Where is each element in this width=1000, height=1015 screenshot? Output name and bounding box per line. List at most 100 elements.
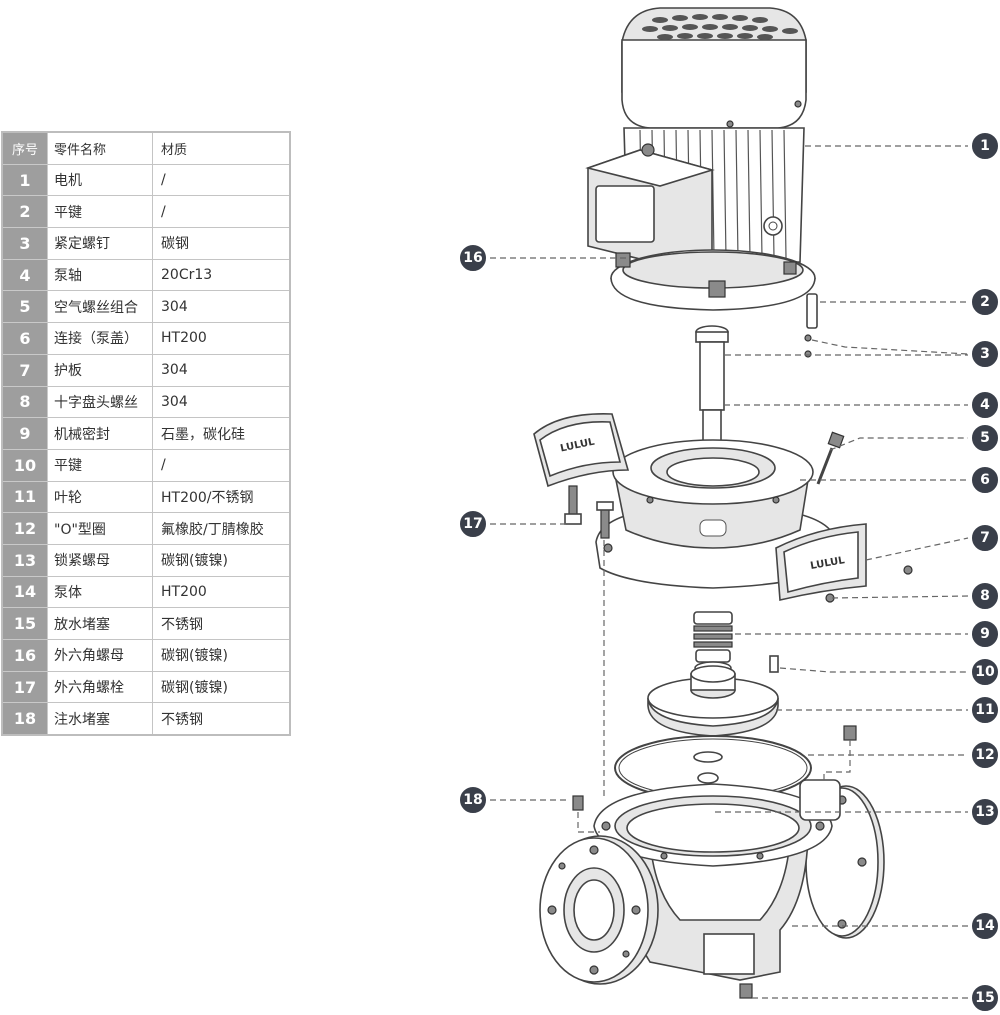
- row-part-name: 泵体: [47, 575, 153, 609]
- callout-17: 17: [458, 509, 488, 539]
- callout-1: 1: [970, 131, 1000, 161]
- row-part-name: 叶轮: [47, 480, 153, 514]
- row-part-name: 紧定螺钉: [47, 227, 153, 260]
- svg-text:13: 13: [975, 804, 994, 820]
- svg-text:1: 1: [980, 138, 990, 154]
- header-number: 序号: [1, 131, 48, 165]
- callout-3: 3: [970, 339, 1000, 369]
- svg-text:5: 5: [980, 430, 990, 446]
- row-number: 9: [1, 417, 48, 450]
- row-material: HT200/不锈钢: [152, 480, 291, 514]
- row-part-name: 平键: [47, 195, 153, 229]
- callout-7: 7: [970, 523, 1000, 553]
- row-part-name: 放水堵塞: [47, 607, 153, 640]
- svg-text:17: 17: [463, 516, 482, 532]
- svg-text:10: 10: [975, 664, 995, 680]
- set-screw-part: [804, 350, 812, 358]
- row-number: 15: [1, 607, 48, 640]
- callout-13: 13: [970, 797, 1000, 827]
- row-part-name: 泵轴: [47, 258, 153, 292]
- svg-text:8: 8: [980, 588, 990, 604]
- svg-text:4: 4: [980, 397, 990, 413]
- row-number: 10: [1, 448, 48, 482]
- leader-lines: [490, 145, 969, 999]
- row-part-name: 连接（泵盖）: [47, 322, 153, 355]
- fill-plug-part: [843, 725, 857, 741]
- row-material: 20Cr13: [152, 258, 291, 292]
- row-material: HT200: [152, 575, 291, 609]
- fill-plug-part: [572, 795, 584, 811]
- row-number: 16: [1, 639, 48, 672]
- callout-15: 15: [970, 983, 1000, 1013]
- row-part-name: "O"型圈: [47, 512, 153, 545]
- row-number: 2: [1, 195, 48, 229]
- flat-key-part: [806, 293, 818, 329]
- callout-10: 10: [970, 657, 1000, 687]
- callout-6: 6: [970, 465, 1000, 495]
- callout-11: 11: [970, 695, 1000, 725]
- hex-bolt-part: [564, 485, 614, 539]
- row-material: 碳钢(镀镍): [152, 543, 291, 577]
- row-number: 5: [1, 290, 48, 324]
- svg-text:16: 16: [463, 250, 482, 266]
- callout-8: 8: [970, 581, 1000, 611]
- row-number: 7: [1, 353, 48, 387]
- callout-18: 18: [458, 785, 488, 815]
- row-part-name: 锁紧螺母: [47, 543, 153, 577]
- washer-part: [693, 751, 723, 763]
- svg-text:3: 3: [980, 346, 990, 362]
- svg-text:18: 18: [463, 792, 482, 808]
- callout-2: 2: [970, 287, 1000, 317]
- row-material: 不锈钢: [152, 607, 291, 640]
- cross-screw-part: [903, 565, 913, 575]
- pump-cover-part: [595, 439, 837, 589]
- callout-4: 4: [970, 390, 1000, 420]
- motor-part: [585, 7, 816, 311]
- svg-text:9: 9: [980, 626, 990, 642]
- svg-text:11: 11: [975, 702, 994, 718]
- callout-9: 9: [970, 619, 1000, 649]
- header-part-name: 零件名称: [47, 131, 153, 165]
- header-material: 材质: [152, 131, 291, 165]
- row-material: 碳钢(镀镍): [152, 670, 291, 704]
- row-material: /: [152, 163, 291, 197]
- pump-body-part: [539, 779, 885, 999]
- row-part-name: 外六角螺栓: [47, 670, 153, 704]
- row-number: 12: [1, 512, 48, 545]
- callout-5: 5: [970, 423, 1000, 453]
- row-material: 304: [152, 353, 291, 387]
- row-material: 304: [152, 385, 291, 419]
- row-material: /: [152, 195, 291, 229]
- row-number: 4: [1, 258, 48, 292]
- row-part-name: 注水堵塞: [47, 702, 153, 736]
- table-header-row: 序号 零件名称 材质: [1, 131, 291, 165]
- svg-text:14: 14: [975, 918, 995, 934]
- row-number: 3: [1, 227, 48, 260]
- callout-16: 16: [458, 243, 488, 273]
- row-material: 碳钢: [152, 227, 291, 260]
- row-number: 14: [1, 575, 48, 609]
- row-number: 13: [1, 543, 48, 577]
- row-part-name: 电机: [47, 163, 153, 197]
- impeller-part: [647, 665, 779, 737]
- svg-text:15: 15: [975, 990, 994, 1006]
- row-part-name: 空气螺丝组合: [47, 290, 153, 324]
- row-part-name: 十字盘头螺丝: [47, 385, 153, 419]
- callout-12: 12: [970, 740, 1000, 770]
- flat-key-part: [769, 655, 779, 673]
- row-number: 11: [1, 480, 48, 514]
- row-material: /: [152, 448, 291, 482]
- air-screw-part: [816, 431, 845, 485]
